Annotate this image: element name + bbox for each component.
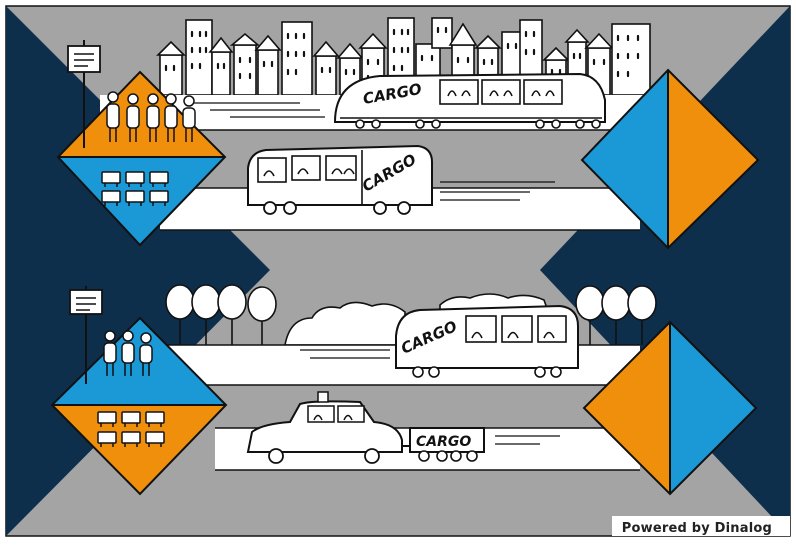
bottom-right-diamond-left-orange (584, 322, 670, 494)
waiting-people-icon-small (103, 330, 153, 376)
bottom-left-diamond-upper-blue (52, 318, 226, 405)
tram-speed-lines (300, 349, 390, 359)
bottom-left-diamond-lower-orange (52, 405, 226, 494)
powered-by-credit: Powered by Dinalog (621, 521, 772, 536)
trailer-cargo-label: CARGO (416, 434, 471, 450)
bottom-right-diamond-right-blue (670, 322, 756, 494)
train-speed-lines (190, 102, 325, 118)
cargo-train: CARGO (333, 72, 606, 129)
parcels-icon-bottom (97, 411, 165, 447)
tree-row-left (165, 284, 277, 345)
car-with-trailer: CARGO (246, 391, 485, 464)
top-right-diamond-right-orange (668, 70, 758, 248)
top-left-diamond (56, 70, 227, 247)
bus-stop-sign-top (67, 40, 101, 148)
credit-strip (612, 516, 790, 536)
skyline-windows (164, 26, 640, 82)
top-right-diamond (580, 68, 760, 250)
bus-stop-sign-bottom (69, 286, 103, 384)
bottom-right-diamond (582, 320, 758, 496)
parcels-icon (101, 171, 169, 206)
bottom-left-diamond (50, 316, 228, 496)
top-right-diamond-left-blue (582, 70, 668, 248)
top-left-diamond-upper-orange (58, 72, 225, 157)
cargo-bus: CARGO (247, 144, 433, 215)
car-roof-light-icon (317, 391, 329, 403)
cargo-tram: CARGO (395, 304, 579, 378)
car-speed-lines (495, 435, 560, 445)
waiting-people-icon (106, 91, 196, 142)
bus-speed-lines (440, 181, 555, 201)
tree-row-right (575, 285, 657, 345)
